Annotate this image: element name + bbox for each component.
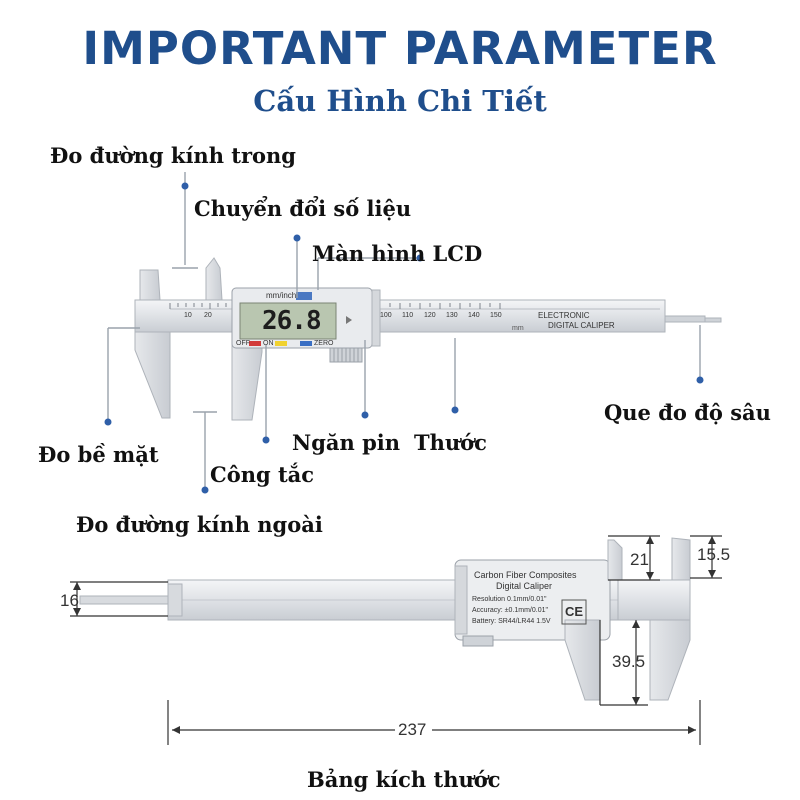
label-ruler: Thước — [414, 430, 487, 455]
brand-line-2: DIGITAL CALIPER — [548, 321, 615, 330]
lcd-display-value: 26.8 — [262, 306, 322, 336]
spec-battery: Battery: SR44/LR44 1.5V — [472, 618, 551, 625]
scale-label: 120 — [424, 312, 436, 319]
scale-label: 110 — [402, 312, 414, 319]
scale-label: 150 — [490, 312, 502, 319]
dimension-jaw-tip: 15.5 — [697, 545, 731, 564]
label-unit-convert: Chuyển đổi số liệu — [194, 196, 412, 221]
label-switch: Công tắc — [210, 462, 315, 487]
scale-label: 10 — [184, 312, 192, 319]
dimension-jaw-lower: 39.5 — [612, 652, 646, 671]
dot-unit-convert — [293, 234, 301, 242]
label-inner-diameter: Đo đường kính trong — [50, 143, 296, 168]
dot-inner-diameter — [181, 182, 189, 190]
bottom-caliper — [79, 537, 691, 701]
dot-switch — [262, 436, 270, 444]
product-label-line-1: Carbon Fiber Composites — [474, 570, 577, 580]
dot-lcd — [416, 254, 424, 262]
brand-line-1: ELECTRONIC — [538, 311, 590, 320]
dimension-total-length: 237 — [398, 720, 427, 739]
scale-label: 100 — [380, 312, 392, 319]
scale-label: 130 — [446, 312, 458, 319]
dot-outer-diameter — [201, 486, 209, 494]
dot-surface — [104, 418, 112, 426]
dimension-arrows — [73, 536, 716, 734]
unit-button-label: mm/inch — [266, 291, 297, 300]
ce-mark: CE — [565, 604, 584, 619]
page-title: IMPORTANT PARAMETER — [82, 22, 718, 75]
thumb-wheel — [329, 347, 363, 363]
dimension-jaw-upper: 21 — [630, 550, 649, 569]
scale-label: 20 — [204, 312, 212, 319]
leader-lines — [107, 172, 701, 490]
page-subtitle: Cấu Hình Chi Tiết — [253, 84, 547, 118]
dimension-thickness: 16 — [60, 591, 79, 610]
leader-dots — [104, 182, 704, 494]
label-surface: Đo bề mặt — [38, 442, 159, 467]
dot-ruler — [451, 406, 459, 414]
label-battery: Ngăn pin — [292, 430, 400, 455]
spec-accuracy: Accuracy: ±0.1mm/0.01" — [472, 607, 548, 614]
product-label-line-2: Digital Caliper — [496, 581, 553, 591]
scale-label: 140 — [468, 312, 480, 319]
scale-unit-mm: mm — [512, 325, 524, 332]
spec-resolution: Resolution 0.1mm/0.01" — [472, 596, 547, 603]
on-label: ON — [263, 340, 274, 347]
zero-label: ZERO — [314, 340, 334, 347]
off-label: OFF — [236, 340, 250, 347]
label-outer-diameter: Đo đường kính ngoài — [76, 512, 323, 537]
dimension-table-caption: Bảng kích thước — [307, 767, 501, 792]
label-depth-rod: Que đo độ sâu — [604, 400, 771, 425]
dot-depth-rod — [696, 376, 704, 384]
top-scale-ticks — [169, 303, 501, 309]
label-lcd-screen: Màn hình LCD — [312, 241, 483, 266]
dimension-lines — [70, 535, 722, 745]
top-caliper: mm — [134, 257, 722, 421]
dot-battery — [361, 411, 369, 419]
